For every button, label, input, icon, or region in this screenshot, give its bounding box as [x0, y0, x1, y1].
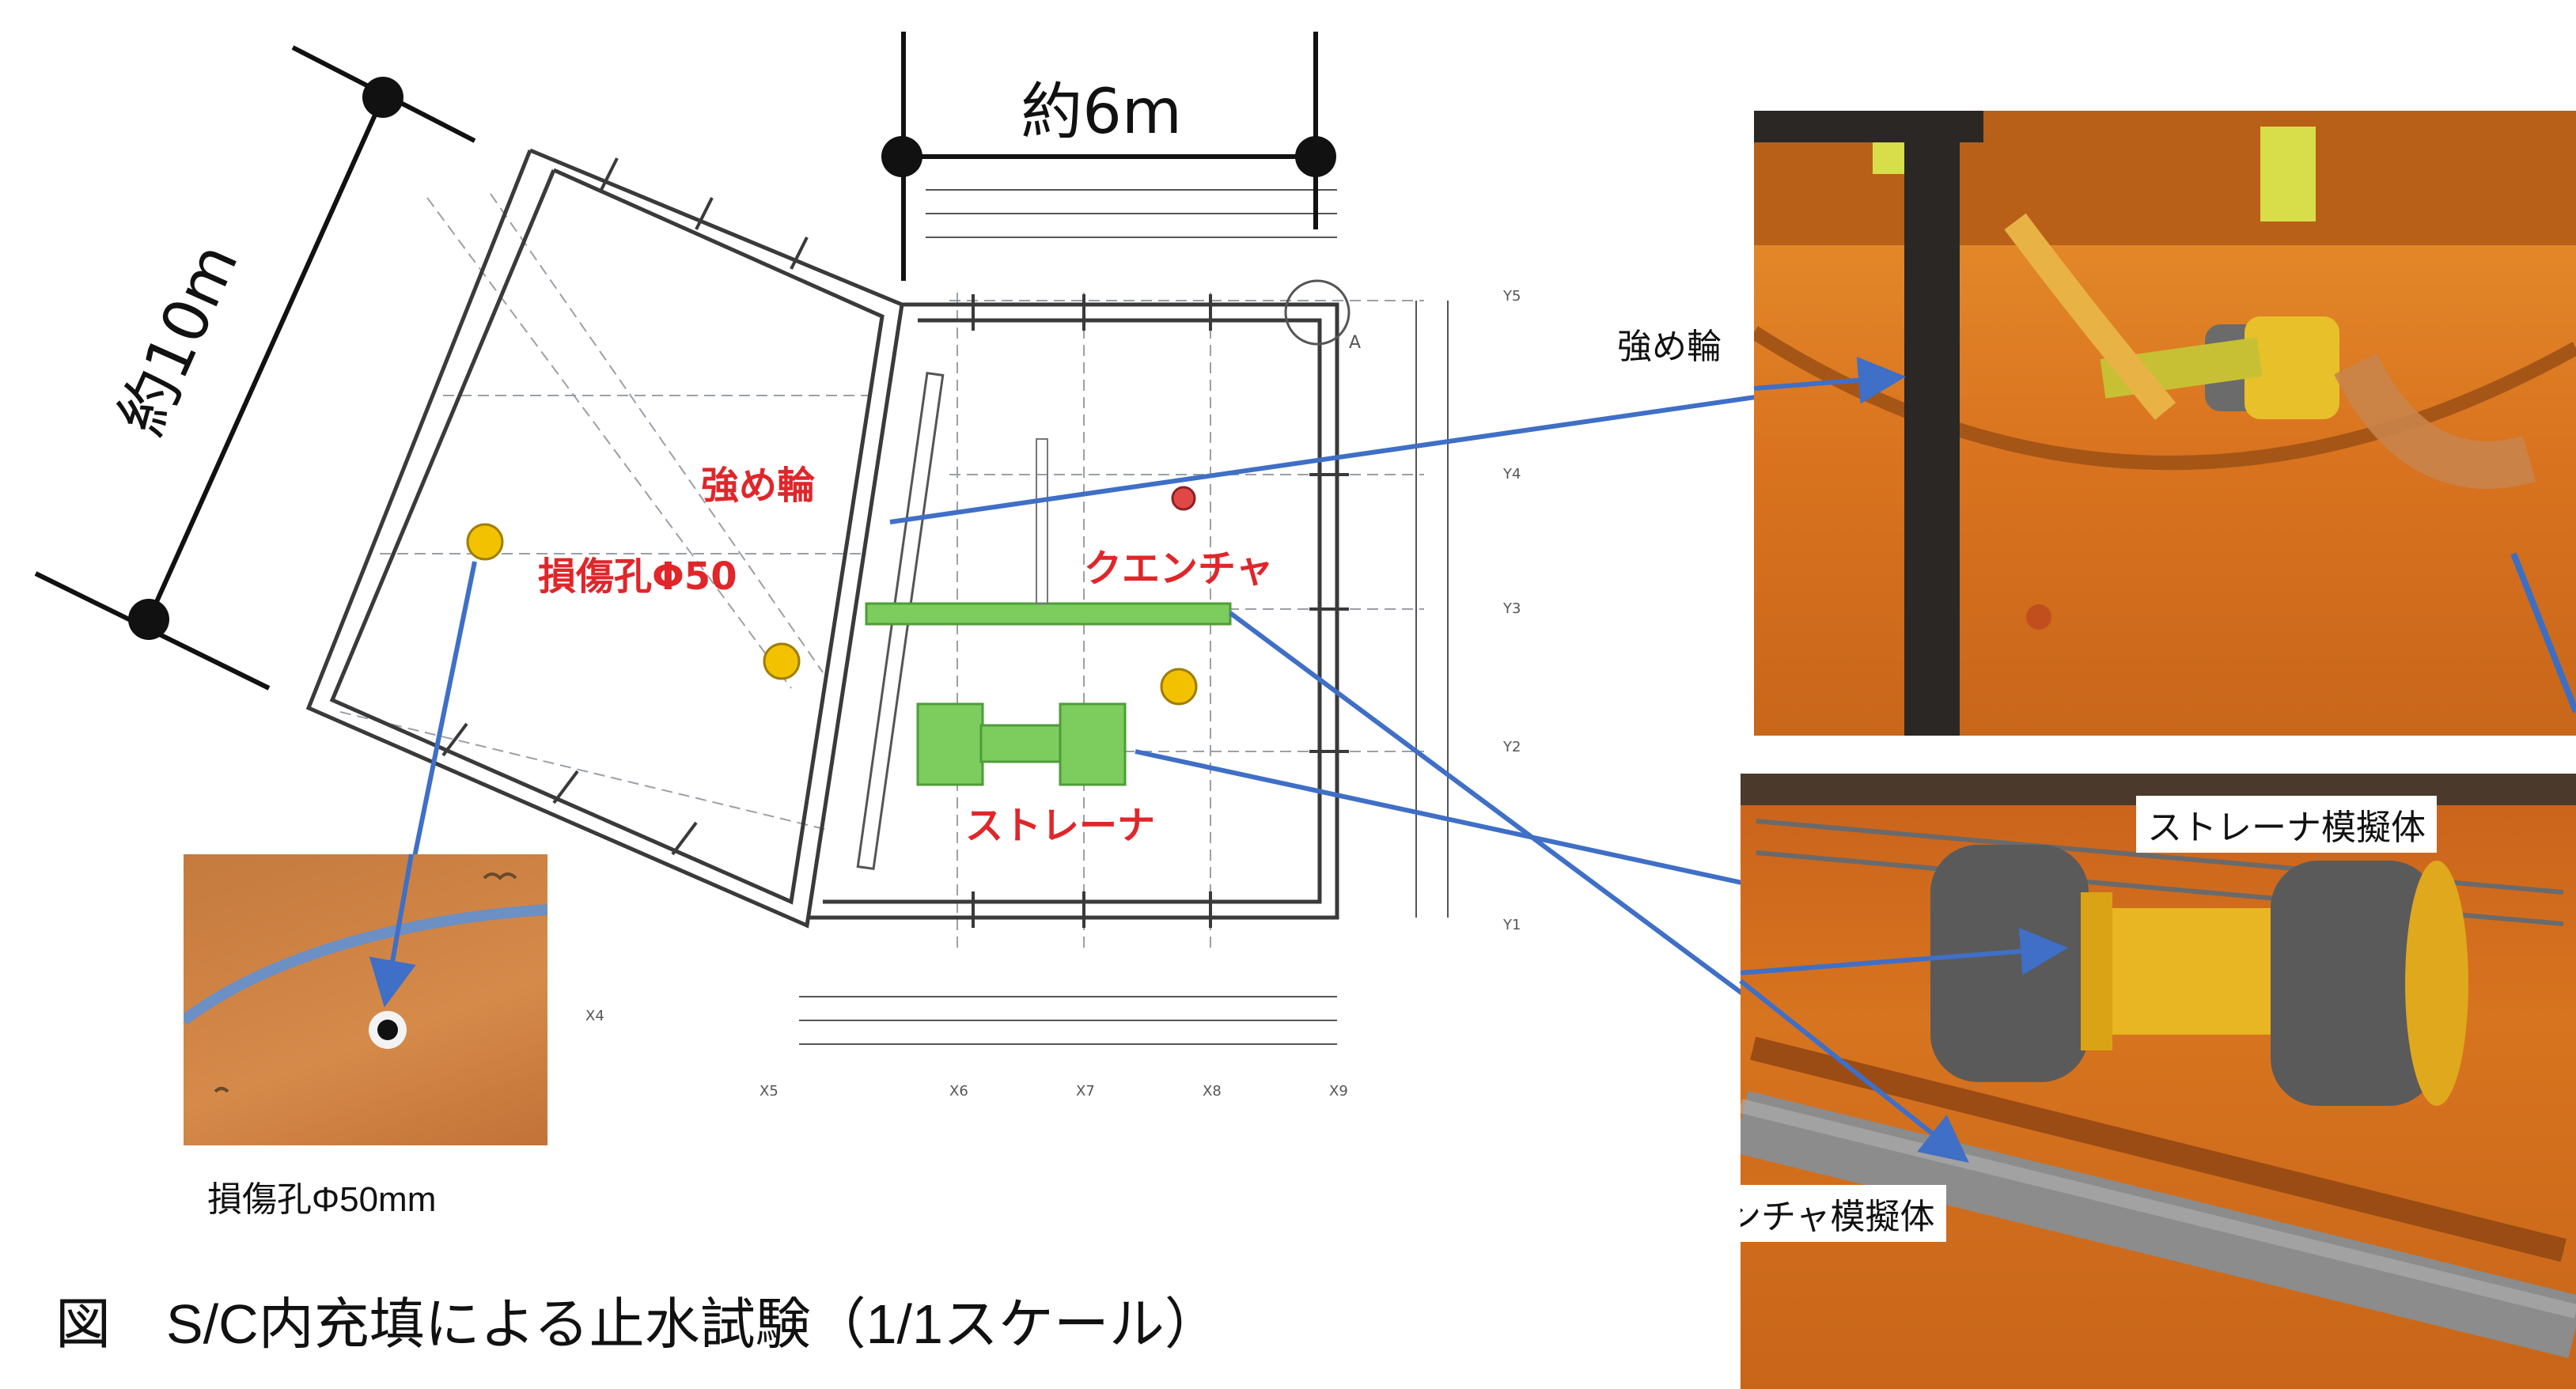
grid-y4: Y4 [1502, 466, 1521, 483]
quencher-highlight [865, 602, 1232, 626]
grid-row-labels: Y5 Y4 Y3 Y2 Y1 X5 X6 X7 X8 X9 X4 [585, 288, 1521, 1099]
arrow-reinforcement-ring [889, 358, 1906, 524]
grid-x5: X5 [760, 1083, 778, 1099]
dim-6m-dot-left [881, 136, 922, 177]
label-strainer: ストレーナ [965, 804, 1155, 848]
marker-yellow-2 [763, 642, 801, 680]
reinforcement-ring-photo [1754, 111, 2576, 736]
point-a-circle [1284, 279, 1351, 346]
strainer-mockup-label: ストレーナ模擬体 [2136, 796, 2437, 853]
dim-10m-dot-bottom [128, 599, 169, 640]
dimension-6m [901, 32, 1318, 281]
mockup-photo-art [1741, 774, 2576, 1358]
damage-hole-marker [466, 523, 504, 561]
strainer-connector [979, 724, 1063, 763]
dim-10m-dot-top [362, 77, 403, 118]
label-quencher: クエンチャ [1084, 547, 1274, 591]
label-reinforcement-ring: 強め輪 [701, 464, 815, 508]
chamber-walls [305, 148, 1339, 929]
strainer-block-right [1059, 702, 1127, 786]
point-a-label: A [1349, 333, 1361, 353]
grid-y2: Y2 [1502, 739, 1521, 755]
grid-y3: Y3 [1502, 600, 1521, 617]
wall-ticks [441, 157, 1349, 928]
marker-red [1171, 486, 1196, 511]
dimension-10m [34, 45, 476, 691]
figure-title: 図 S/C内充填による止水試験（1/1スケール） [55, 1293, 1220, 1355]
damage-hole-photo-art [184, 872, 547, 1093]
grid-x4: X4 [585, 1008, 604, 1024]
mockup-photo: ストレーナ模擬体 クエンチャ模擬体 [1741, 774, 2576, 1389]
label-damage-hole: 損傷孔Φ50 [538, 554, 737, 599]
grid-x6: X6 [949, 1083, 968, 1099]
dimension-lines [799, 189, 1449, 1045]
quencher-mockup-label: クエンチャ模擬体 [1741, 1185, 1946, 1242]
reinforcement-ring-photo-label: 強め輪 [1617, 327, 1722, 366]
quencher-riser [1036, 438, 1048, 604]
grid-y1: Y1 [1502, 917, 1521, 933]
grid-x9: X9 [1329, 1083, 1348, 1099]
dim-6m-dot-right [1295, 136, 1336, 177]
grid-x7: X7 [1076, 1083, 1095, 1099]
damage-hole-photo [184, 854, 547, 1145]
grid-x8: X8 [1203, 1083, 1222, 1099]
strainer-block-left [916, 702, 984, 786]
reinforcement-ring-photo-art [1754, 111, 2576, 736]
dimension-6m-label: 約6m [1021, 77, 1182, 148]
marker-yellow-3 [1160, 668, 1198, 706]
dimension-10m-label: 約10m [106, 233, 252, 445]
grid-y5: Y5 [1502, 288, 1521, 305]
damage-hole-photo-caption: 損傷孔Φ50mm [207, 1180, 437, 1219]
